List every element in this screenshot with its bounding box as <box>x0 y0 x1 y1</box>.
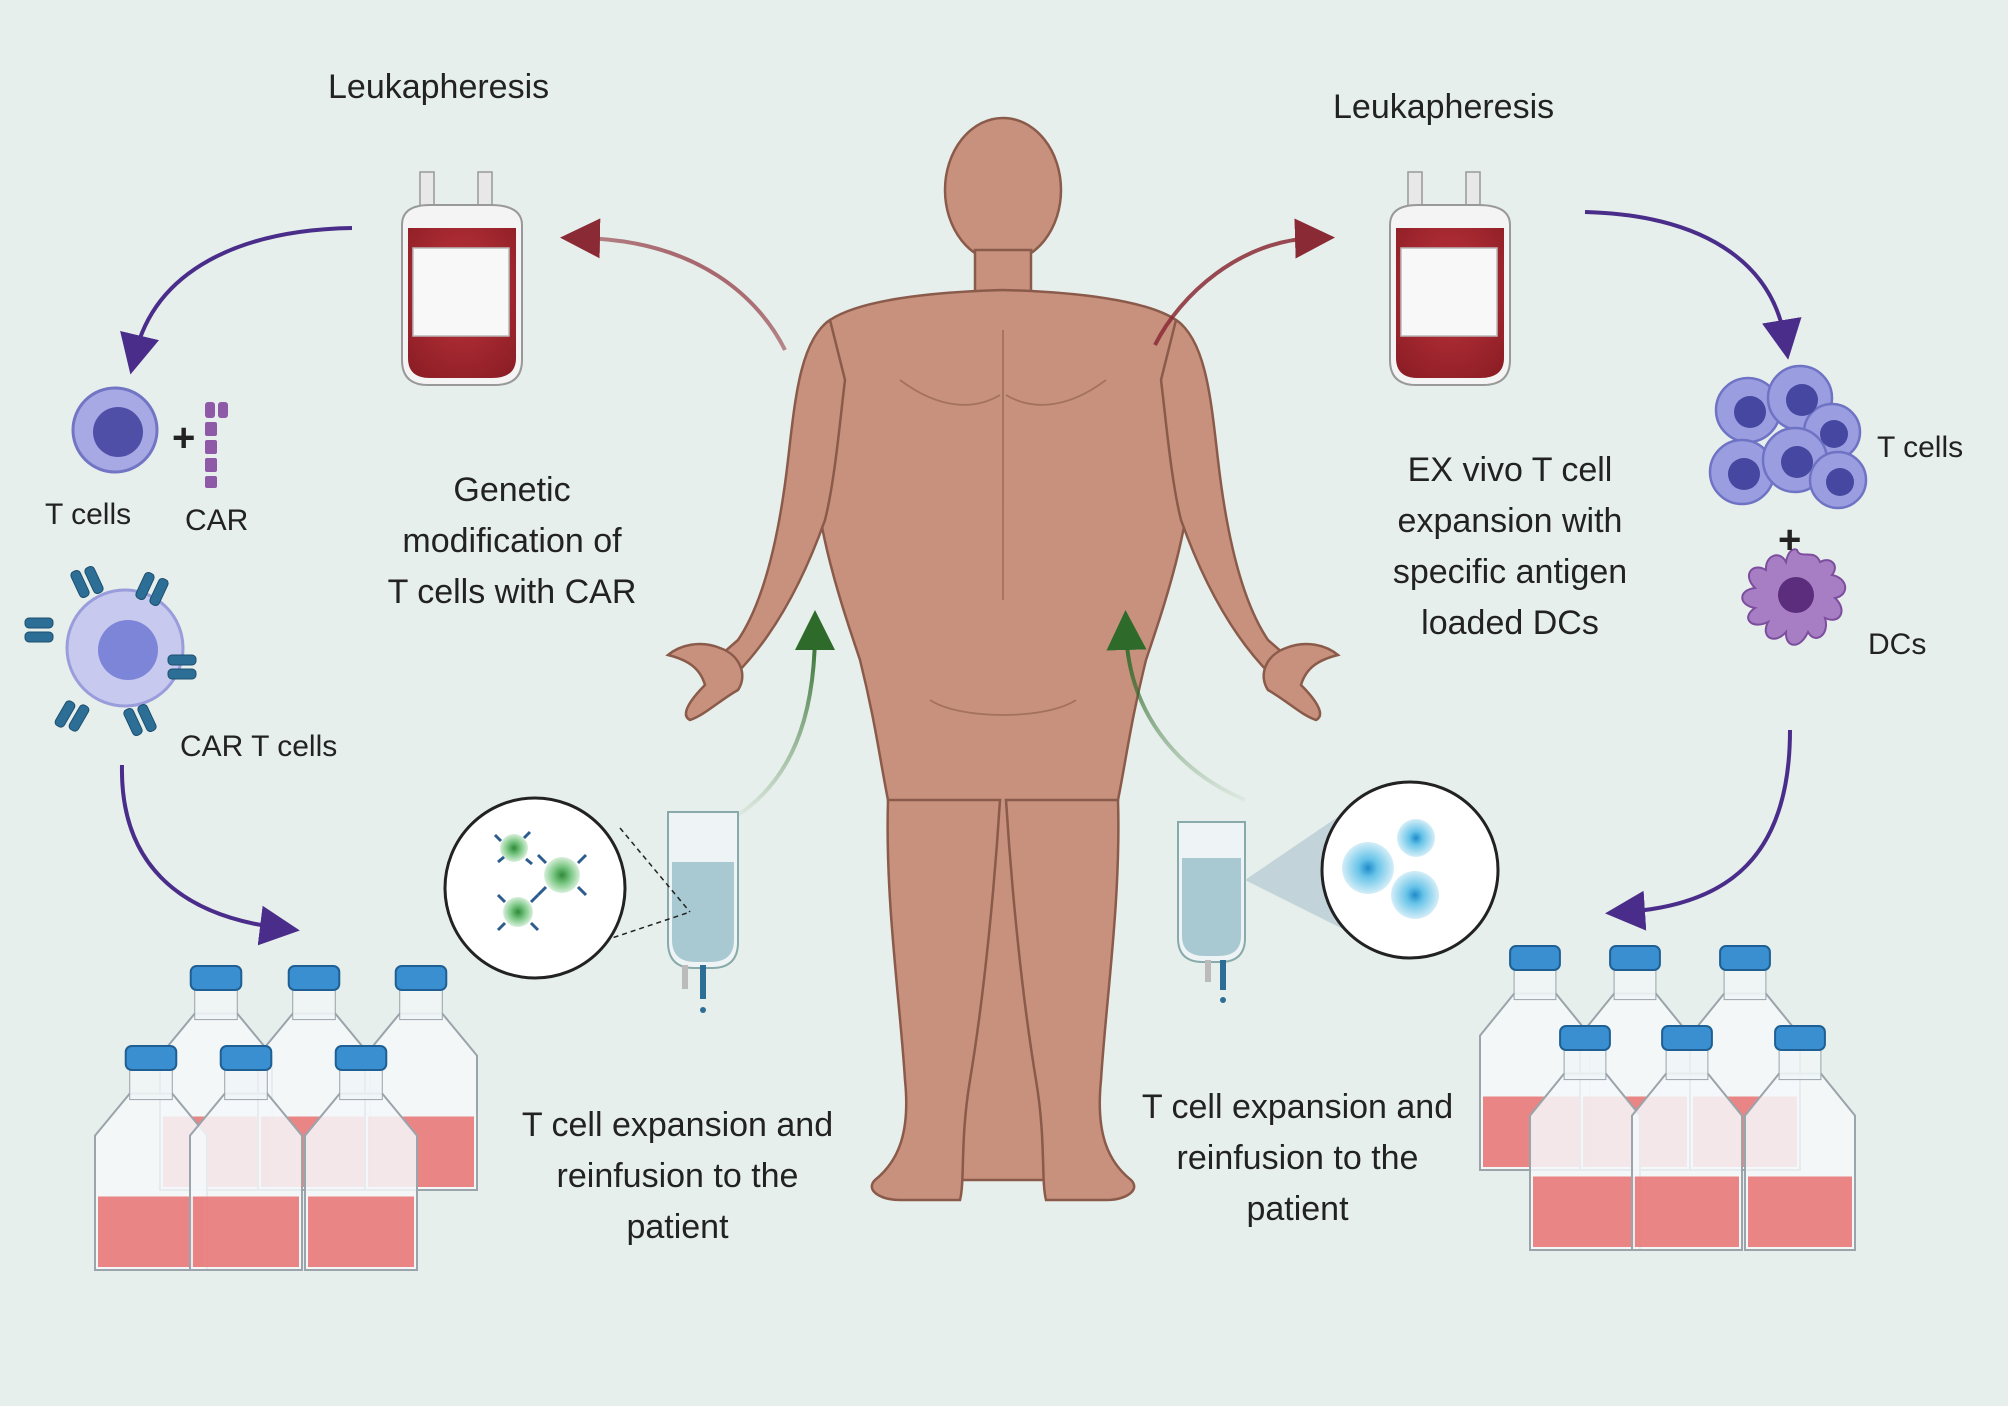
culture-flask-left-6 <box>304 1045 418 1271</box>
culture-flask-right-4 <box>1529 1025 1641 1251</box>
culture-flask-left-5 <box>189 1045 303 1271</box>
arrow-body-to-left-bag <box>560 218 787 351</box>
plus-sign-left: + <box>172 416 196 460</box>
right-t-cells-label: T cells <box>1877 431 1964 464</box>
arrow-left-bag-to-t-cells <box>120 226 353 375</box>
magnifier-right <box>1245 780 1500 960</box>
dcs-label: DCs <box>1868 628 1927 661</box>
arrow-dcs-to-flasks <box>1605 729 1792 931</box>
arrow-left-iv-to-body <box>736 610 835 817</box>
t-cell-left <box>71 386 159 474</box>
culture-flask-right-6 <box>1744 1025 1856 1251</box>
left-t-cells-label: T cells <box>45 498 132 531</box>
iv-bag-right <box>1177 821 1246 1003</box>
plus-sign-right: + <box>1778 518 1802 562</box>
magnifier-left <box>443 796 691 980</box>
culture-flask-left-4 <box>94 1045 208 1271</box>
flasks-left <box>94 965 478 1271</box>
car-receptor-icon <box>205 402 228 488</box>
ex-vivo-label: EX vivo T cell expansion with specific a… <box>1392 451 1628 642</box>
left-expansion-label: T cell expansion and reinfusion to the p… <box>521 1106 834 1246</box>
car-label: CAR <box>185 504 249 537</box>
iv-bag-left <box>667 811 739 1013</box>
car-t-cell <box>24 566 197 736</box>
blood-bag-right <box>1389 171 1511 386</box>
human-figure-contours <box>899 330 1107 716</box>
flasks-right <box>1479 945 1856 1251</box>
arrow-right-iv-to-body <box>1106 610 1246 802</box>
left-leukapheresis-label: Leukapheresis <box>328 68 550 106</box>
t-cell-cluster-right <box>1708 364 1868 510</box>
arrow-car-t-to-flasks <box>119 764 300 946</box>
genetic-modification-label: Genetic modification of T cells with CAR <box>387 471 637 611</box>
right-leukapheresis-label: Leukapheresis <box>1333 88 1555 126</box>
human-figure <box>665 116 1341 1202</box>
car-t-cells-label: CAR T cells <box>180 730 338 763</box>
culture-flask-right-5 <box>1631 1025 1743 1251</box>
arrow-right-bag-to-t-cells <box>1584 210 1802 360</box>
blood-bag-left <box>401 171 523 386</box>
dendritic-cell <box>1741 548 1847 646</box>
arrow-body-to-right-bag <box>1153 218 1335 346</box>
right-expansion-label: T cell expansion and reinfusion to the p… <box>1141 1088 1454 1228</box>
